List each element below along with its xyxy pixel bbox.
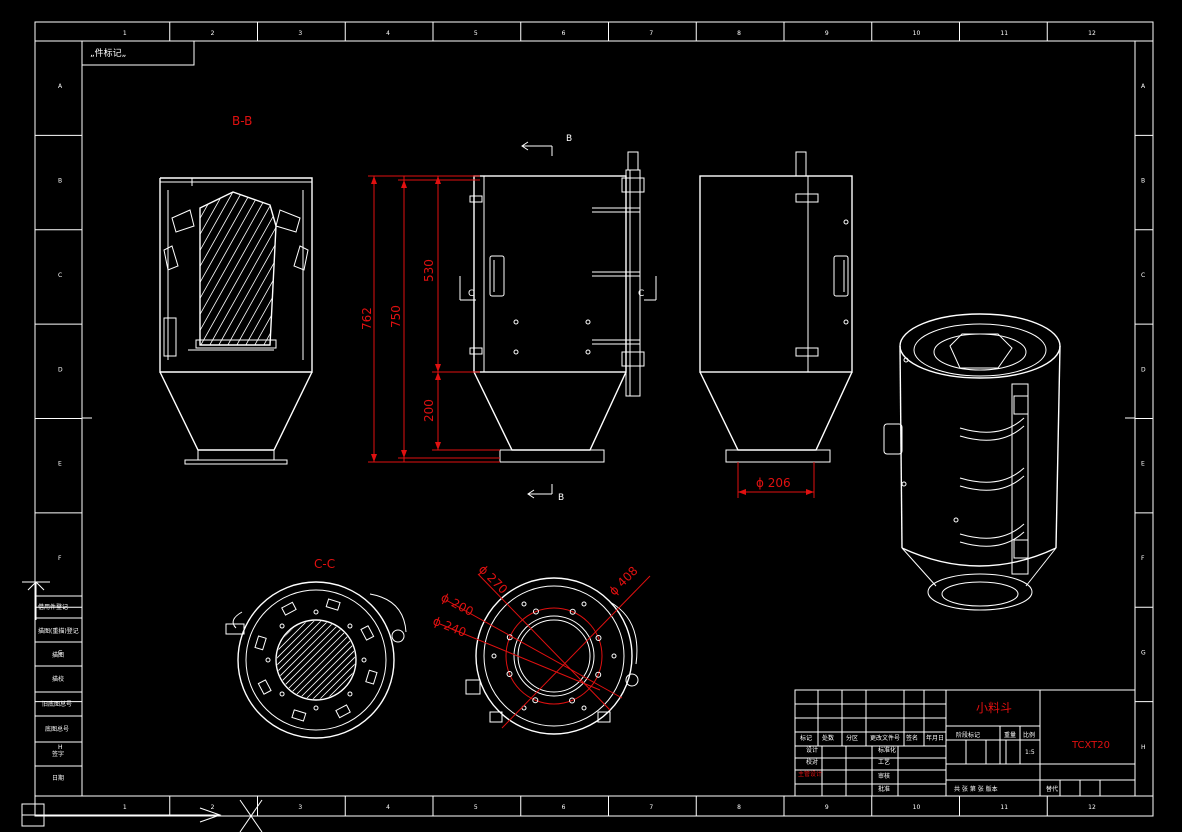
border-number-bottom: 12: [1088, 804, 1096, 811]
title-drawing-name: 小料斗: [976, 701, 1012, 715]
border-number-top: 7: [649, 30, 653, 37]
border-number-bottom: 4: [386, 804, 390, 811]
role-0: 设计: [806, 746, 818, 754]
section-cc-title: C-C: [314, 557, 335, 571]
border-number-bottom: 8: [737, 804, 741, 811]
border-number-top: 8: [737, 30, 741, 37]
border-number-bottom: 1: [123, 804, 127, 811]
border-number-top: 12: [1088, 30, 1096, 37]
border-number-bottom: 10: [913, 804, 921, 811]
border-letter-left: H: [58, 744, 63, 751]
strip-label-4: 旧底图总号: [42, 700, 72, 708]
strip-label-5: 底图总号: [45, 725, 69, 733]
role-right-2: 审核: [878, 772, 890, 780]
title-block: 小料斗 TCXT20 阶段标记 重量 比例 1:5 标记 处数 分区 更改文件号…: [794, 689, 1136, 797]
border-number-bottom: 11: [1000, 804, 1008, 811]
rev-header-2: 分区: [846, 734, 858, 742]
dim-530: 530: [422, 259, 436, 282]
left-registry-strip: 借用件登记 描图(重描)登记 描图 描校 旧底图总号 底图总号 签字 日期: [21, 581, 263, 832]
border-letter-left: F: [58, 555, 62, 562]
role-right-3: 批准: [878, 785, 890, 793]
border-letter-left: D: [58, 366, 63, 373]
border-number-top: 11: [1000, 30, 1008, 37]
border-letter-right: C: [1141, 272, 1145, 279]
border-letter-left: C: [58, 272, 62, 279]
dim-phi206: ϕ 206: [756, 476, 791, 490]
top-left-tag-text: „件标记„: [90, 47, 126, 59]
replace-text: 替代: [1046, 785, 1058, 793]
rev-header-1: 处数: [822, 734, 834, 742]
border-number-top: 9: [825, 30, 829, 37]
border-number-top: 10: [913, 30, 921, 37]
side-elevation-view: ϕ 206: [699, 151, 853, 498]
border-letter-left: B: [58, 178, 62, 185]
title-stage-header: 阶段标记: [956, 731, 980, 739]
strip-label-7: 日期: [52, 774, 64, 782]
rev-header-5: 年月日: [926, 734, 944, 742]
title-scale-header: 比例: [1023, 731, 1035, 739]
strip-label-2: 描图: [52, 651, 64, 659]
border-letter-right: G: [1141, 649, 1146, 656]
cut-label-b-top: B: [566, 134, 572, 144]
front-elevation-view: B B C C: [360, 134, 657, 503]
border-letter-left: A: [58, 83, 63, 90]
strip-label-0: 借用件登记: [38, 603, 68, 611]
title-drawing-code: TCXT20: [1071, 740, 1110, 751]
cut-label-c-right: C: [638, 289, 644, 299]
section-cc-view: C-C: [225, 557, 407, 739]
border-number-top: 1: [123, 30, 127, 37]
cut-label-c-left: C: [468, 289, 474, 299]
border-letter-right: B: [1141, 178, 1145, 185]
border-letter-right: E: [1141, 461, 1145, 468]
rev-header-3: 更改文件号: [870, 734, 900, 742]
rev-header-4: 签名: [906, 734, 918, 742]
title-weight-header: 重量: [1004, 731, 1016, 739]
border-number-top: 4: [386, 30, 390, 37]
role-1: 校对: [806, 758, 818, 766]
strip-label-3: 描校: [52, 675, 64, 683]
isometric-view: [883, 313, 1061, 611]
dim-762: 762: [360, 307, 374, 330]
title-scale-value: 1:5: [1025, 749, 1035, 756]
border-letter-left: E: [58, 461, 62, 468]
cut-label-b-bottom: B: [558, 493, 564, 503]
strip-label-1: 描图(重描)登记: [38, 627, 79, 635]
border-number-bottom: 2: [211, 804, 215, 811]
border-letter-left: G: [58, 649, 63, 656]
top-left-tag-box: „件标记„: [81, 40, 195, 66]
border-number-bottom: 5: [474, 804, 478, 811]
border-number-top: 6: [562, 30, 566, 37]
border-letter-right: F: [1141, 555, 1145, 562]
border-letter-right: D: [1141, 366, 1146, 373]
border-number-bottom: 7: [649, 804, 653, 811]
border-letter-right: A: [1141, 83, 1146, 90]
border-number-top: 2: [211, 30, 215, 37]
dim-200: 200: [422, 399, 436, 422]
role-right-0: 标准化: [878, 746, 896, 754]
rev-header-0: 标记: [800, 734, 812, 742]
strip-label-6: 签字: [52, 750, 64, 758]
section-bb-view: B-B: [159, 114, 313, 465]
role-2: 主管设计: [798, 770, 822, 778]
dim-750: 750: [389, 305, 403, 328]
border-number-top: 3: [298, 30, 302, 37]
border-number-bottom: 9: [825, 804, 829, 811]
border-number-bottom: 3: [298, 804, 302, 811]
border-number-bottom: 6: [562, 804, 566, 811]
border-letter-right: H: [1141, 744, 1146, 751]
section-bb-title: B-B: [232, 114, 252, 128]
role-right-1: 工艺: [878, 758, 890, 766]
sheet-text: 共 张 第 张 版本: [954, 785, 998, 793]
border-number-top: 5: [474, 30, 478, 37]
